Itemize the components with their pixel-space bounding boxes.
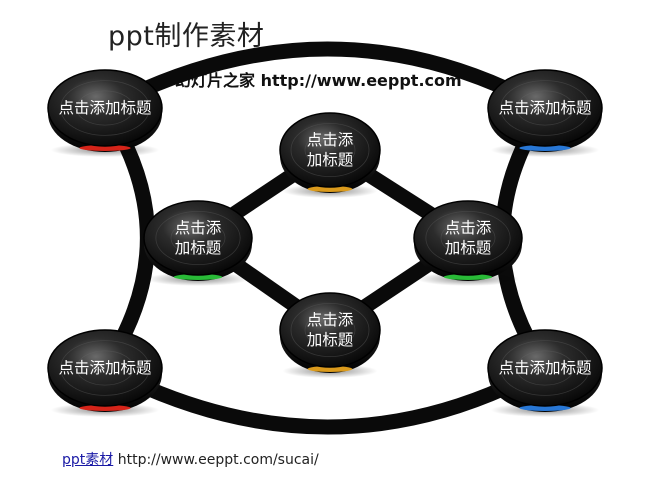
node-mid-left[interactable]: 点击添加标题 — [143, 200, 253, 286]
node-ring — [155, 210, 241, 266]
node-label: 点击添 — [175, 219, 222, 237]
node-ring — [290, 122, 370, 178]
node-ring — [290, 302, 370, 358]
node-label: 加标题 — [445, 239, 492, 257]
node-label: 点击添 — [307, 311, 354, 329]
node-disc — [413, 200, 523, 276]
footer-url: http://www.eeppt.com/sucai/ — [117, 452, 319, 468]
node-ring-inner — [304, 313, 356, 348]
node-ring-inner — [170, 221, 226, 256]
node-label: 点击添加标题 — [498, 359, 591, 377]
node-accent-glow — [79, 145, 131, 151]
node-ring — [500, 340, 590, 396]
node-ring-inner — [516, 90, 574, 126]
node-disc — [279, 112, 381, 188]
node-top-center[interactable]: 点击添加标题 — [279, 112, 381, 198]
node-ring-inner — [76, 90, 134, 126]
site-caption: 幻灯片之家 http://www.eeppt.com — [175, 71, 462, 90]
node-disc — [487, 329, 603, 407]
node-disc — [487, 69, 603, 147]
node-disc — [279, 292, 381, 368]
node-accent-glow — [79, 405, 131, 411]
node-label: 点击添加标题 — [498, 99, 591, 117]
node-accent-glow — [307, 366, 353, 372]
connector-bottom-arc — [97, 360, 553, 435]
node-accent-glow — [519, 405, 571, 411]
node-ring-inner — [440, 221, 496, 256]
node-disc — [143, 200, 253, 276]
node-label: 点击添 — [307, 131, 354, 149]
connector-top-arc — [97, 41, 553, 116]
node-bottom-left[interactable]: 点击添加标题 — [47, 329, 163, 417]
node-top-right[interactable]: 点击添加标题 — [487, 69, 603, 157]
footer: ppt素材 http://www.eeppt.com/sucai/ — [62, 449, 319, 469]
node-label: 加标题 — [307, 331, 354, 349]
node-mid-right[interactable]: 点击添加标题 — [413, 200, 523, 286]
node-accent-glow — [307, 186, 353, 192]
node-accent-glow — [173, 274, 223, 280]
node-accent-glow — [443, 274, 493, 280]
node-disc — [47, 329, 163, 407]
node-disc — [47, 69, 163, 147]
node-bottom-center[interactable]: 点击添加标题 — [279, 292, 381, 378]
node-ring — [60, 80, 150, 136]
node-label: 点击添加标题 — [58, 99, 151, 117]
node-bottom-right[interactable]: 点击添加标题 — [487, 329, 603, 417]
node-accent-glow — [519, 145, 571, 151]
node-label: 点击添 — [445, 219, 492, 237]
node-ring-inner — [516, 350, 574, 386]
node-top-left[interactable]: 点击添加标题 — [47, 69, 163, 157]
node-ring — [60, 340, 150, 396]
slide-title: ppt制作素材 — [108, 21, 265, 52]
node-ring — [425, 210, 511, 266]
node-ring-inner — [76, 350, 134, 386]
node-label: 加标题 — [307, 151, 354, 169]
footer-link[interactable]: ppt素材 — [62, 452, 114, 468]
node-ring-inner — [304, 133, 356, 168]
node-ring — [500, 80, 590, 136]
node-label: 点击添加标题 — [58, 359, 151, 377]
node-label: 加标题 — [175, 239, 222, 257]
